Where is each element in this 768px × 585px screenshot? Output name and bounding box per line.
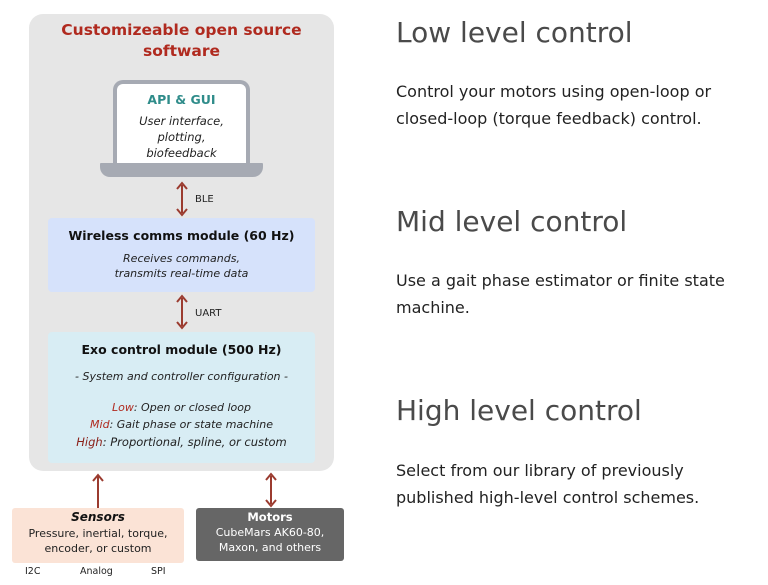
ble-label: BLE [195,194,214,205]
motors-box [196,508,344,561]
low-label: Low [112,401,134,414]
exo-config-text: - System and controller configuration - [75,370,288,383]
motors-line-1: CubeMars AK60-80, [215,526,325,539]
wireless-module-description: Receives commands, transmits real-time d… [48,251,315,281]
panel-title: Customizeable open source software [29,20,334,62]
high-text: : Proportional, spline, or custom [102,435,287,449]
mid-text: : Gait phase or state machine [109,418,273,431]
wireless-module [48,218,315,292]
exo-module-title: Exo control module (500 Hz) [81,342,282,357]
sensors-title: Sensors [71,510,125,524]
api-line-1: User interface, [139,114,224,128]
low-level-line-1: Control your motors using open-loop or [396,82,712,101]
motors-line-2: Maxon, and others [218,541,322,554]
low-level-line-2: closed-loop (torque feedback) control. [396,109,702,128]
paragraph-high-level: Select from our library of previously pu… [396,457,756,511]
motors-description: CubeMars AK60-80, Maxon, and others [196,525,344,555]
wireless-line-2: transmits real-time data [114,267,249,280]
sensors-box [12,508,184,563]
sensors-line-2: encoder, or custom [44,542,152,555]
exo-mid-line: Mid: Gait phase or state machine [48,418,315,431]
laptop-icon [113,80,250,170]
heading-low-level: Low level control [396,16,633,49]
panel-title-line1: Customizeable open source [61,21,302,39]
low-text: : Open or closed loop [133,401,251,414]
exo-low-line: Low: Open or closed loop [48,401,315,414]
uart-arrow-icon [176,294,188,330]
laptop-base [100,163,263,177]
ble-arrow-icon [176,181,188,217]
interface-analog: Analog [80,566,113,577]
api-gui-description: User interface, plotting, biofeedback [113,113,250,161]
mid-level-line-2: machine. [396,298,470,317]
panel-title-line2: software [143,42,220,60]
wireless-module-title: Wireless comms module (60 Hz) [68,228,295,243]
sensors-line-1: Pressure, inertial, torque, [28,527,168,540]
mid-level-line-1: Use a gait phase estimator or finite sta… [396,271,725,290]
interface-spi: SPI [151,566,166,577]
sensors-description: Pressure, inertial, torque, encoder, or … [12,526,184,556]
heading-high-level: High level control [396,394,642,427]
interface-i2c: I2C [25,566,41,577]
paragraph-low-level: Control your motors using open-loop or c… [396,78,756,132]
wireless-line-1: Receives commands, [123,252,240,265]
high-level-line-1: Select from our library of previously [396,461,684,480]
heading-mid-level: Mid level control [396,205,628,238]
exo-high-line: High: Proportional, spline, or custom [48,435,315,449]
high-level-line-2: published high-level control schemes. [396,488,700,507]
api-line-2: plotting, [157,130,206,144]
uart-label: UART [195,308,222,319]
mid-label: Mid [90,418,110,431]
high-label: High [76,435,103,449]
api-gui-title: API & GUI [147,92,216,107]
sensors-arrow-icon [92,473,104,508]
paragraph-mid-level: Use a gait phase estimator or finite sta… [396,267,756,321]
motors-arrow-icon [265,472,277,508]
exo-control-module [48,332,315,463]
motors-title: Motors [247,510,293,524]
api-line-3: biofeedback [146,146,217,160]
